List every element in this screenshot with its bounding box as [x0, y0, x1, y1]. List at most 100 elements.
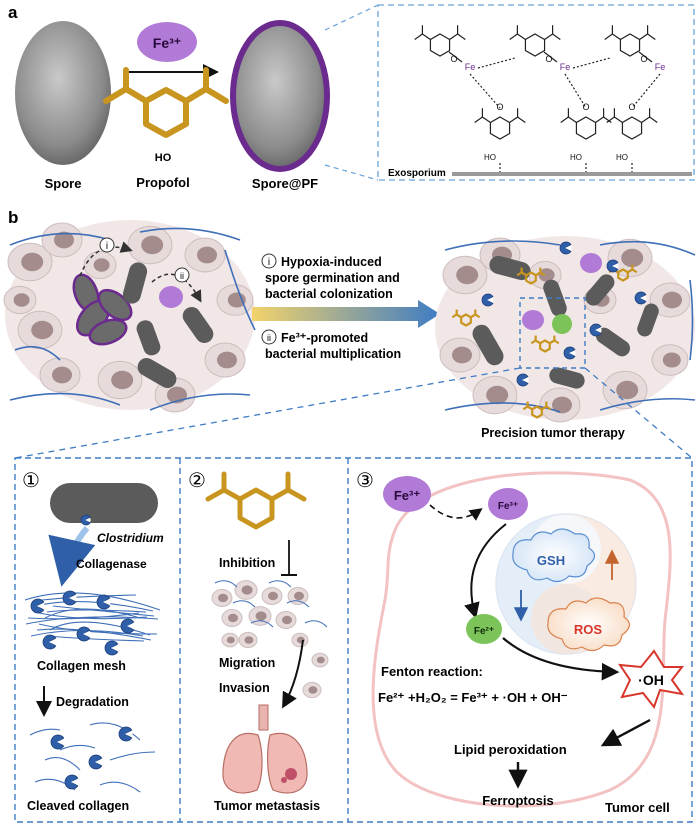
- bacterium-right-6: [637, 303, 659, 337]
- fe-atom-2: Fe: [655, 62, 666, 72]
- collagen-fiber-left-0: [9, 232, 111, 246]
- collagenase-release-arrow: [48, 526, 96, 587]
- propofol-icon-right-4: [522, 401, 552, 419]
- collagen-mesh-label: Collagen mesh: [37, 659, 126, 673]
- fe2-dot-right: [552, 314, 572, 334]
- zoom-line-bottom: [324, 164, 379, 181]
- hydroxyl-2: HO: [616, 153, 628, 162]
- propofol-oh-label: HO: [155, 152, 172, 164]
- collagenase-icon-right-4: [516, 373, 529, 387]
- box2-fiber-5: [304, 620, 328, 628]
- bacterium-right-2: [585, 274, 615, 306]
- tumor-cell-left-2: [127, 225, 173, 265]
- hydroxyl-0: HO: [484, 153, 496, 162]
- fe3-outside-label: Fe³⁺: [394, 488, 421, 503]
- cleaved-strand-1: [89, 722, 141, 741]
- propofol-molecule: [103, 67, 229, 138]
- reduction-arrow: [464, 523, 507, 619]
- inhibition-label: Inhibition: [219, 556, 275, 570]
- box1-number: ①: [22, 470, 40, 492]
- metastatic-cell-11: [221, 632, 239, 648]
- exosporium-zoom-box: [377, 4, 695, 181]
- metastatic-cell-4: [221, 609, 243, 627]
- collagenase-icon-right-0: [559, 241, 572, 255]
- oxygen-top-0: O: [450, 54, 457, 64]
- cleaved-strand-3: [109, 751, 156, 761]
- oxygen-top-2: O: [640, 54, 647, 64]
- propofol-icon-right-2: [451, 309, 481, 327]
- fe3-dot-right-2: [522, 310, 544, 330]
- purple-spores: [72, 273, 133, 346]
- marker-ii-label: ii: [267, 333, 271, 343]
- collagen-strand-11: [25, 616, 159, 625]
- collagenase-cleaved-2: [118, 726, 133, 742]
- tumor-cell-right-8: [651, 344, 689, 376]
- fe3-inside-label: Fe³⁺: [498, 501, 518, 512]
- ferroptosis-label: Ferroptosis: [482, 793, 554, 808]
- tumor-cell-membrane: [371, 471, 672, 808]
- collagenase-cleaved-1: [88, 754, 103, 770]
- step-i-line3: bacterial colonization: [265, 287, 393, 301]
- fe3-dot-right-1: [580, 253, 602, 273]
- tumor-cells-cluster: [211, 580, 329, 699]
- oxygen-top-1: O: [545, 54, 552, 64]
- arrow-germination: [79, 241, 133, 277]
- collagen-fiber-right-0: [444, 240, 561, 251]
- collagen-fiber-right-3: [599, 397, 696, 411]
- collagenase-icon-right-5: [563, 346, 576, 360]
- bacteria-right: [472, 255, 659, 389]
- box2-fiber-4: [286, 600, 310, 608]
- collagenase-icons-right: [481, 241, 647, 387]
- fe-atom-0: Fe: [465, 62, 476, 72]
- box2-fiber-2: [250, 620, 274, 628]
- tumor-cell-left-3: [184, 237, 226, 273]
- bacterium-left-4: [136, 320, 161, 356]
- marker-ii-left-label: ii: [180, 271, 184, 281]
- tumor-cell-label: Tumor cell: [605, 800, 670, 815]
- collagen-strand-1: [35, 601, 154, 612]
- tumor-cell-right-4: [439, 337, 481, 373]
- metastatic-cell-10: [302, 681, 322, 699]
- collagenase-mesh-0: [30, 598, 45, 614]
- metastatic-cell-1: [234, 580, 258, 600]
- metastatic-cell-3: [287, 587, 309, 605]
- box2-fiber-1: [232, 600, 256, 608]
- collagenase-icon-right-3: [481, 293, 494, 307]
- collagen-strand-10: [44, 608, 141, 619]
- cleaved-strand-6: [59, 744, 96, 751]
- metastasis-arrow: [282, 639, 304, 709]
- degradation-label: Degradation: [56, 695, 129, 709]
- fenton-equation: Fe²⁺ +H₂O₂ = Fe³⁺ + ·OH + OH⁻: [378, 690, 568, 705]
- panel-a-letter: a: [8, 3, 18, 22]
- propofol-icon-right-0: [516, 267, 546, 285]
- chelation-unit-1: [509, 25, 612, 172]
- oh-radical-label: ·OH: [638, 672, 664, 688]
- fe3-label-a: Fe³⁺: [153, 35, 181, 51]
- collagen-fiber-right-4: [689, 279, 694, 361]
- oxygen-bottom-1: O: [582, 102, 589, 112]
- collagen-strand-0: [24, 592, 161, 611]
- collagenase-cleaved-3: [64, 774, 79, 790]
- tumor-cell-right-3: [649, 282, 691, 318]
- hydroxyl-radical-burst: [618, 649, 685, 710]
- tumor-cell-right-0: [442, 255, 488, 295]
- spore-label: Spore: [45, 176, 82, 191]
- cleaved-collagen-label: Cleaved collagen: [27, 799, 129, 813]
- collagen-fiber-left-2: [9, 392, 121, 406]
- propofol-label: Propofol: [136, 175, 189, 190]
- tumor-cell-left-5: [39, 357, 81, 393]
- cleaved-strand-0: [29, 728, 61, 736]
- step-i-line1: Hypoxia-induced: [281, 255, 382, 269]
- bacterium-right-1: [543, 279, 567, 317]
- ros-label: ROS: [574, 622, 603, 637]
- fe-atom-1: Fe: [560, 62, 571, 72]
- tumor-cell-left-10: [3, 285, 37, 315]
- propofol-inhibitor: [205, 471, 307, 530]
- marker-i-label: i: [268, 257, 270, 268]
- collagenase-mesh-2: [96, 594, 111, 610]
- marker-ii: [261, 329, 277, 345]
- oxygen-bottom-2: O: [628, 102, 635, 112]
- collagenase-icon-right-6: [589, 323, 602, 337]
- tumor-cell-left-0: [7, 242, 53, 282]
- collagenase-label: Collagenase: [76, 557, 147, 571]
